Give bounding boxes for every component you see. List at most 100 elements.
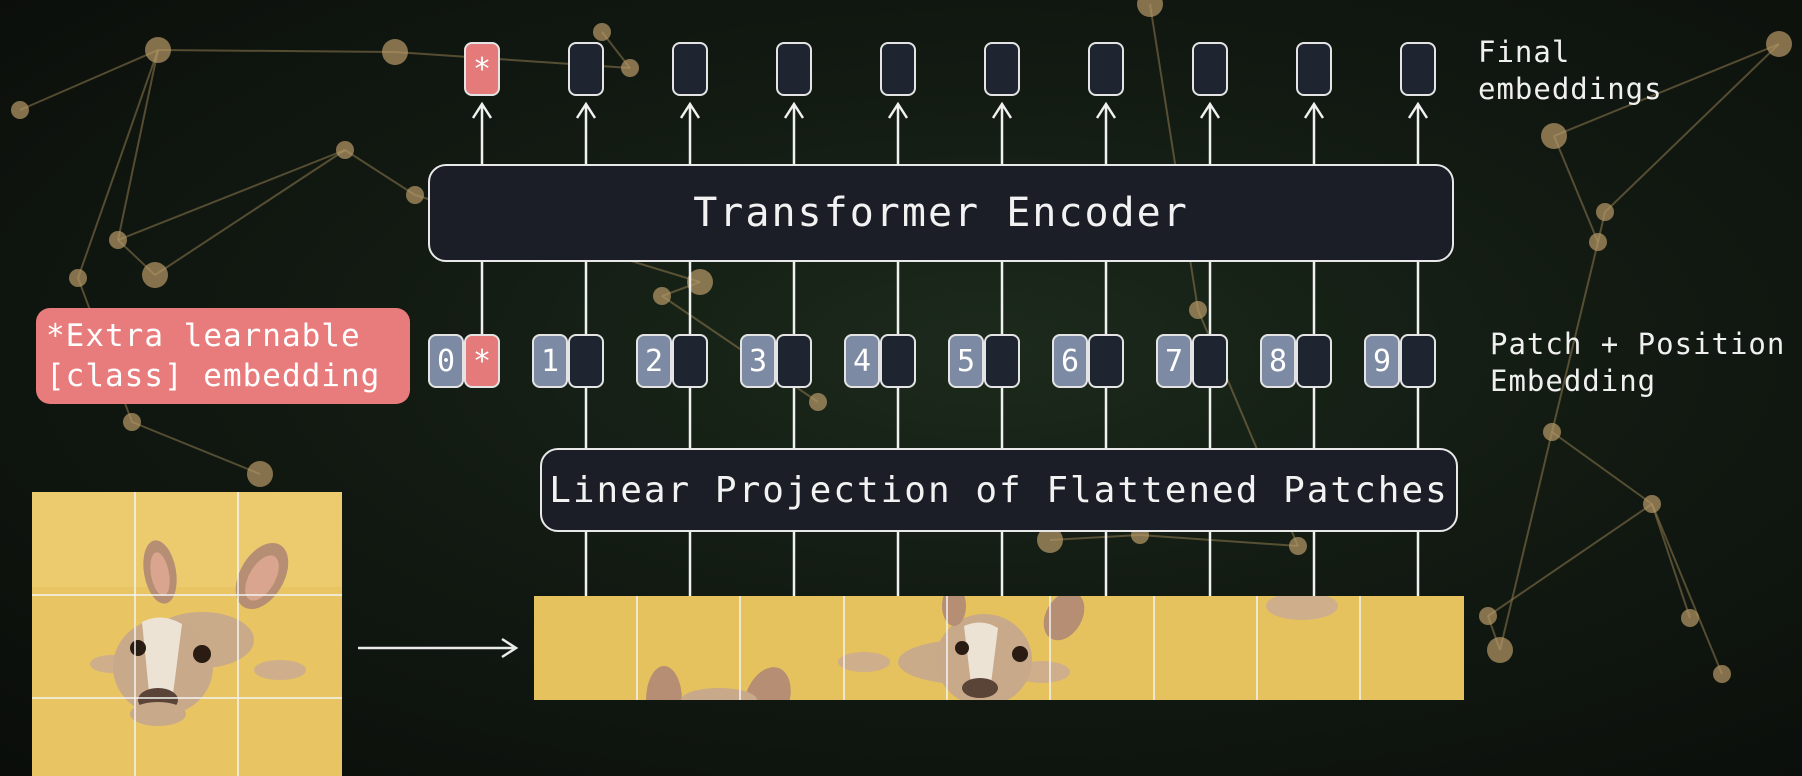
class-star: *: [472, 343, 492, 379]
position-token-8: 8: [1260, 334, 1296, 388]
position-token-3: 3: [740, 334, 776, 388]
patch-embedding-3: [776, 334, 812, 388]
network-node: [621, 59, 639, 77]
extra-label-star: *: [46, 318, 66, 354]
extra-label-line1: *Extra learnable: [46, 316, 400, 356]
final-embedding-6: [1088, 42, 1124, 96]
extra-label-text1: Extra learnable: [65, 318, 361, 354]
position-3-label: 3: [748, 343, 768, 379]
final-embedding-9: [1400, 42, 1436, 96]
position-8-label: 8: [1268, 343, 1288, 379]
network-node: [109, 231, 127, 249]
network-edge: [1551, 431, 1653, 505]
network-edge: [1499, 431, 1553, 651]
final-embedding-5: [984, 42, 1020, 96]
extra-class-embedding-label: *Extra learnable [class] embedding: [36, 308, 410, 404]
network-edge: [1139, 534, 1299, 547]
position-5-label: 5: [956, 343, 976, 379]
network-node: [247, 461, 273, 487]
linear-projection-box: Linear Projection of Flattened Patches: [540, 448, 1458, 532]
patch-embedding-6: [1088, 334, 1124, 388]
arrow-head: [991, 101, 1013, 119]
network-node: [1189, 301, 1207, 319]
network-node: [1543, 423, 1561, 441]
network-edge: [1651, 503, 1723, 675]
network-edge: [154, 149, 346, 276]
transformer-encoder-box: Transformer Encoder: [428, 164, 1454, 262]
position-4-label: 4: [852, 343, 872, 379]
network-node: [1596, 203, 1614, 221]
transformer-encoder-label: Transformer Encoder: [693, 190, 1189, 236]
final-embedding-3: [776, 42, 812, 96]
patch-embedding-4: [880, 334, 916, 388]
position-9-label: 9: [1372, 343, 1392, 379]
network-edge: [1551, 241, 1599, 433]
network-edge: [131, 421, 261, 475]
network-node: [1479, 607, 1497, 625]
network-edge: [1487, 503, 1653, 617]
network-node: [1541, 123, 1567, 149]
class-embedding-token: *: [464, 334, 500, 388]
network-node: [1766, 31, 1792, 57]
arrow-head: [679, 101, 701, 119]
final-embedding-4: [880, 42, 916, 96]
network-edge: [1553, 135, 1599, 243]
network-node: [406, 186, 424, 204]
network-edge: [77, 49, 159, 279]
position-token-5: 5: [948, 334, 984, 388]
position-token-2: 2: [636, 334, 672, 388]
position-2-label: 2: [644, 343, 664, 379]
position-1-label: 1: [540, 343, 560, 379]
final-class-star: *: [472, 51, 492, 87]
arrow-head: [1303, 101, 1325, 119]
image-to-patches-arrow: [358, 637, 519, 659]
network-node: [1589, 233, 1607, 251]
network-edge: [1651, 503, 1691, 619]
network-node: [1487, 637, 1513, 663]
position-6-label: 6: [1060, 343, 1080, 379]
patch-embedding-1: [568, 334, 604, 388]
position-token-7: 7: [1156, 334, 1192, 388]
network-node: [1037, 527, 1063, 553]
patch-ear: [646, 666, 682, 700]
final-label-line1: Final: [1478, 35, 1571, 69]
network-node: [336, 141, 354, 159]
source-image-grid: [32, 492, 342, 776]
patch-embedding-9: [1400, 334, 1436, 388]
final-embeddings-label: Final embeddings: [1478, 34, 1663, 108]
patch-position-label: Patch + Position Embedding: [1490, 326, 1785, 400]
network-edge: [1553, 43, 1780, 137]
network-edge: [19, 49, 159, 111]
patch-embedding-7: [1192, 334, 1228, 388]
network-edge: [117, 49, 159, 241]
arrow-head: [1199, 101, 1221, 119]
position-token-9: 9: [1364, 334, 1400, 388]
arrow-head: [783, 101, 805, 119]
network-node: [687, 269, 713, 295]
network-node: [123, 413, 141, 431]
final-embedding-2: [672, 42, 708, 96]
network-node: [1289, 537, 1307, 555]
final-embedding-7: [1192, 42, 1228, 96]
arrow-head: [887, 101, 909, 119]
network-node: [809, 393, 827, 411]
position-token-4: 4: [844, 334, 880, 388]
network-node: [1681, 609, 1699, 627]
network-node: [593, 23, 611, 41]
arrow-head: [1095, 101, 1117, 119]
final-label-line2: embeddings: [1478, 72, 1663, 106]
network-edge: [344, 149, 416, 196]
network-edge: [157, 49, 396, 53]
network-node: [145, 37, 171, 63]
network-edge: [117, 149, 346, 241]
patch-position-line2: Embedding: [1490, 364, 1657, 398]
arrow-head: [471, 101, 493, 119]
linear-projection-label: Linear Projection of Flattened Patches: [549, 469, 1449, 511]
patch-embedding-8: [1296, 334, 1332, 388]
network-node: [1137, 0, 1163, 17]
position-token-1: 1: [532, 334, 568, 388]
final-embedding-8: [1296, 42, 1332, 96]
network-edge: [1604, 43, 1780, 213]
patch-embedding-2: [672, 334, 708, 388]
